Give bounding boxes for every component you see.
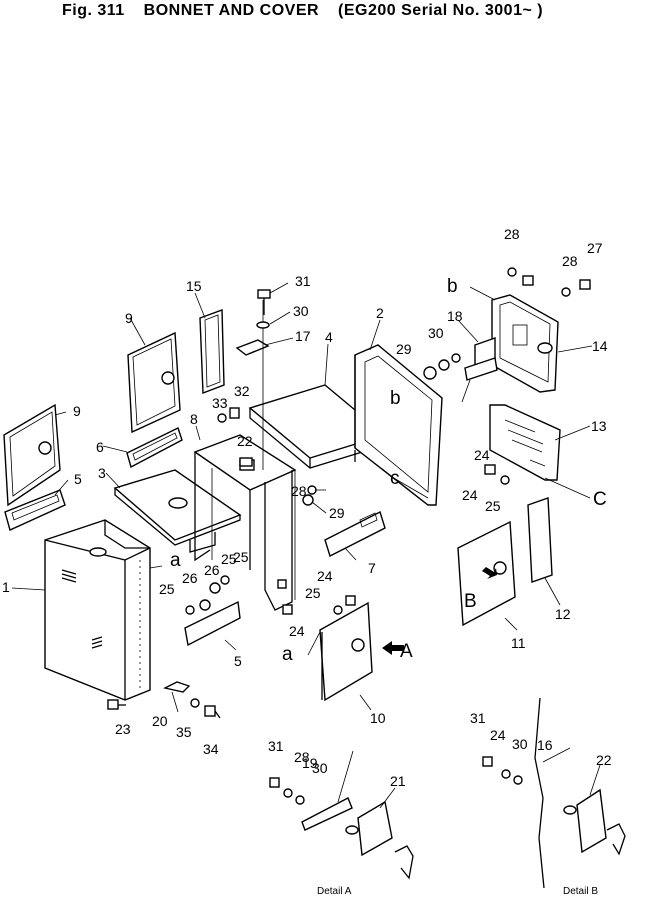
part-2-frame-gasket [354, 344, 443, 506]
callout-25: 25 [221, 551, 237, 567]
figure-serial: (EG200 Serial No. 3001~ ) [338, 2, 544, 19]
part-12-strip [527, 497, 553, 583]
callout-10: 10 [370, 710, 386, 726]
callout-7: 7 [368, 560, 376, 576]
fasteners [107, 267, 591, 719]
callout-29: 29 [396, 341, 412, 357]
callout-3: 3 [98, 465, 106, 481]
callout-26: 26 [204, 562, 220, 578]
part-6-gasket [126, 427, 183, 469]
callout-18: 18 [447, 308, 463, 324]
callout-24: 24 [462, 487, 478, 503]
callout-5: 5 [234, 653, 242, 669]
callout-28: 28 [562, 253, 578, 269]
detail-b-group [482, 697, 626, 889]
callout-24: 24 [289, 623, 305, 639]
callout-9: 9 [73, 403, 81, 419]
callout-12: 12 [555, 606, 571, 622]
callout-25: 25 [485, 498, 501, 514]
callout-4: 4 [325, 329, 333, 345]
part-5-gasket-left [4, 489, 66, 531]
callout-26: 26 [182, 570, 198, 586]
callout-2: 2 [376, 305, 384, 321]
callout-5: 5 [74, 471, 82, 487]
callout-24: 24 [490, 727, 506, 743]
reference-letter-b: b [447, 276, 458, 297]
callout-31: 31 [470, 710, 486, 726]
part-14-panel [491, 294, 559, 393]
callout-24: 24 [317, 568, 333, 584]
reference-letter-A: A [400, 641, 413, 662]
detail-labels: Detail A Detail B [317, 886, 598, 897]
reference-letter-c: c [390, 468, 400, 489]
callout-30: 30 [512, 736, 528, 752]
callout-25: 25 [233, 549, 249, 565]
reference-letter-C: C [593, 489, 607, 510]
callout-23: 23 [115, 721, 131, 737]
callout-17: 17 [295, 328, 311, 344]
callout-14: 14 [592, 338, 608, 354]
callout-22: 22 [596, 752, 612, 768]
reference-letter-b: b [390, 388, 401, 409]
figure-title: BONNET AND COVER [143, 2, 320, 19]
callout-16: 16 [537, 737, 553, 753]
callout-20: 20 [152, 713, 168, 729]
part-9-door-top [127, 331, 181, 434]
callout-6: 6 [96, 439, 104, 455]
callout-30: 30 [428, 325, 444, 341]
part-10-door [319, 601, 373, 702]
reference-letters: a a b b cC A B [170, 276, 607, 665]
callout-29: 29 [329, 505, 345, 521]
figure-header: Fig. 311 BONNET AND COVER (EG200 Serial … [62, 2, 557, 20]
callout-35: 35 [176, 724, 192, 740]
part-23-block [239, 457, 253, 467]
callout-31: 31 [295, 273, 311, 289]
callout-13: 13 [591, 418, 607, 434]
callout-labels: 1234556789910111213141516171819202122222… [2, 226, 612, 789]
part-15-strip [199, 309, 225, 395]
callout-28: 28 [504, 226, 520, 242]
reference-letter-B: B [464, 591, 477, 612]
part-7-plate [324, 511, 386, 557]
callout-21: 21 [390, 773, 406, 789]
part-13-panel [489, 404, 561, 481]
arrow-b-icon [482, 567, 497, 579]
callout-24: 24 [474, 447, 490, 463]
callout-30: 30 [293, 303, 309, 319]
part-1-main-housing [44, 519, 151, 701]
callout-28: 28 [291, 483, 307, 499]
callout-8: 8 [190, 411, 198, 427]
callout-32: 32 [234, 383, 250, 399]
callout-33: 33 [212, 395, 228, 411]
reference-letter-a: a [170, 550, 181, 571]
detail-a-label: Detail A [317, 886, 352, 897]
callout-30: 30 [312, 760, 328, 776]
arrow-a-icon [382, 641, 404, 655]
callout-22: 22 [237, 433, 253, 449]
leader-lines [11, 282, 601, 809]
part-9-door-left [3, 403, 61, 507]
callout-34: 34 [203, 741, 219, 757]
callout-15: 15 [186, 278, 202, 294]
part-5-plate-lower [184, 600, 241, 647]
callout-11: 11 [511, 635, 526, 651]
detail-a-group [269, 777, 414, 880]
reference-letter-a: a [282, 644, 293, 665]
callout-9: 9 [125, 310, 133, 326]
callout-25: 25 [159, 581, 175, 597]
part-19-plate [464, 357, 498, 381]
figure-number: Fig. 311 [62, 2, 125, 19]
callout-31: 31 [268, 738, 284, 754]
detail-b-label: Detail B [563, 886, 598, 897]
callout-25: 25 [305, 585, 321, 601]
part-3-top-cover [113, 469, 242, 553]
callout-19: 19 [302, 755, 318, 771]
callout-27: 27 [587, 240, 603, 256]
callout-28: 28 [294, 749, 310, 765]
callout-1: 1 [2, 579, 10, 595]
